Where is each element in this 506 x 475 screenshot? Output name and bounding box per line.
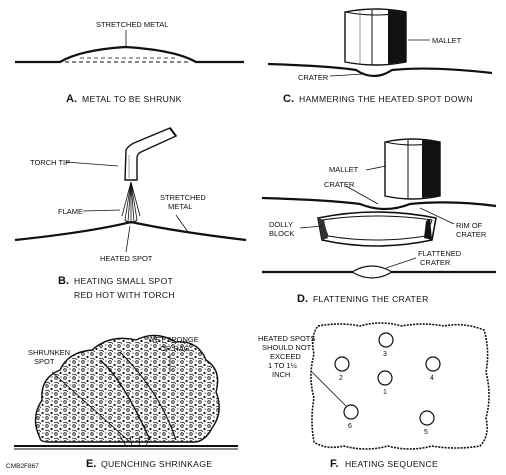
heated-spots-note: 1 TO 1½: [268, 361, 298, 370]
flame: [121, 181, 141, 224]
panel-b: TORCH TIP FLAME STRETCHED METAL HEATED S…: [14, 127, 247, 300]
leader-line: [329, 73, 365, 77]
heating-spot-number: 1: [383, 389, 387, 396]
panel-d-caption: FLATTENING THE CRATER: [313, 294, 429, 304]
stretched-metal-label: STRETCHED: [160, 193, 206, 202]
metal-sheet: [14, 220, 247, 242]
panel-e: SHRUNKEN SPOT WET SPONGE OR RAG E. QUENC…: [14, 334, 238, 470]
panel-c-caption: HAMMERING THE HEATED SPOT DOWN: [299, 94, 473, 104]
heating-spot-numbers: 1 2 3 4 5 6: [339, 351, 434, 436]
leader-line: [175, 214, 189, 233]
stretched-metal-label: METAL: [168, 202, 192, 211]
panel-c-letter: C.: [283, 93, 294, 105]
wet-sponge: [34, 334, 220, 443]
leader-line: [365, 165, 387, 171]
heating-spot-number: 2: [339, 375, 343, 382]
flame-label: FLAME: [58, 207, 83, 216]
crater-label: CRATER: [324, 180, 355, 189]
heating-spot-number: 5: [424, 429, 428, 436]
metal-sheet: [261, 196, 497, 211]
dolly-block-label: DOLLY: [269, 220, 293, 229]
heating-spot: [425, 356, 441, 372]
heated-spots-note: SHOULD NOT: [262, 343, 312, 352]
metal-sheet: [15, 45, 244, 64]
panel-f-caption: HEATING SEQUENCE: [345, 459, 438, 469]
heating-spot: [343, 404, 359, 420]
flattened-crater-label: FLATTENED: [418, 249, 462, 258]
panel-c: MALLET CRATER C. HAMMERING THE HEATED SP…: [267, 8, 493, 105]
mallet-label: MALLET: [329, 165, 359, 174]
panel-f-letter: F.: [330, 458, 339, 470]
shrunken-spot-label: SPOT: [34, 357, 55, 366]
leader-line: [385, 257, 417, 269]
crater-label: CRATER: [298, 73, 329, 82]
rim-of-crater-label: RIM OF: [456, 221, 483, 230]
panel-b-caption-line-1: HEATING SMALL SPOT: [74, 276, 173, 286]
leader-line: [311, 371, 347, 407]
rim-of-crater-label: CRATER: [456, 230, 487, 239]
leader-line: [51, 371, 131, 443]
leader-line: [299, 225, 323, 229]
dolly-block-label: BLOCK: [269, 229, 294, 238]
metal-sheet: [267, 62, 493, 78]
heated-spots-note: EXCEED: [270, 352, 301, 361]
panel-b-letter: B.: [58, 275, 69, 287]
panel-a-caption: METAL TO BE SHRUNK: [82, 94, 182, 104]
leader-line: [419, 207, 455, 225]
flattened-crater: [350, 265, 394, 279]
heating-spot-number: 3: [383, 351, 387, 358]
torch-tip-label: TORCH TIP: [30, 158, 70, 167]
heating-spot-number: 6: [348, 423, 352, 430]
panel-d-letter: D.: [297, 293, 308, 305]
leader-line: [345, 185, 379, 205]
wet-sponge-label: WET SPONGE: [148, 335, 199, 344]
heating-spot: [419, 410, 435, 426]
heating-spot: [334, 356, 350, 372]
panel-e-letter: E.: [86, 458, 96, 470]
dolly-block: [317, 211, 437, 247]
shrunken-spot-label: SHRUNKEN: [28, 348, 70, 357]
wet-sponge-label: OR RAG: [160, 344, 190, 353]
heating-spot: [377, 370, 393, 386]
stretched-metal-label: STRETCHED METAL: [96, 20, 168, 29]
heated-spots-note: HEATED SPOTS: [258, 334, 315, 343]
panel-e-caption: QUENCHING SHRINKAGE: [101, 459, 212, 469]
heating-spot: [378, 332, 394, 348]
heating-spot-number: 4: [430, 375, 434, 382]
heated-spots-note: INCH: [272, 370, 290, 379]
leader-line: [65, 161, 119, 167]
mallet: [384, 138, 441, 200]
panel-b-caption-line-2: RED HOT WITH TORCH: [74, 290, 175, 300]
panel-f: 1 2 3 4 5 6 HEATED SPOTS SHOULD NOT EXCE…: [258, 322, 490, 470]
panel-a: STRETCHED METAL A. METAL TO BE SHRUNK: [15, 20, 244, 105]
figure-code: CMB2F867: [6, 463, 39, 470]
heated-spot-label: HEATED SPOT: [100, 254, 153, 263]
panel-d: MALLET CRATER DOLLY BLOCK RIM OF CRATER …: [261, 138, 497, 305]
mallet-label: MALLET: [432, 36, 462, 45]
mallet: [344, 8, 407, 66]
flattened-crater-label: CRATER: [420, 258, 451, 267]
torch-tip: [124, 127, 178, 181]
heating-spots: [334, 332, 441, 426]
panel-outline: [310, 322, 490, 450]
leader-line: [125, 225, 131, 253]
panel-a-letter: A.: [66, 93, 77, 105]
leader-line: [82, 209, 121, 212]
